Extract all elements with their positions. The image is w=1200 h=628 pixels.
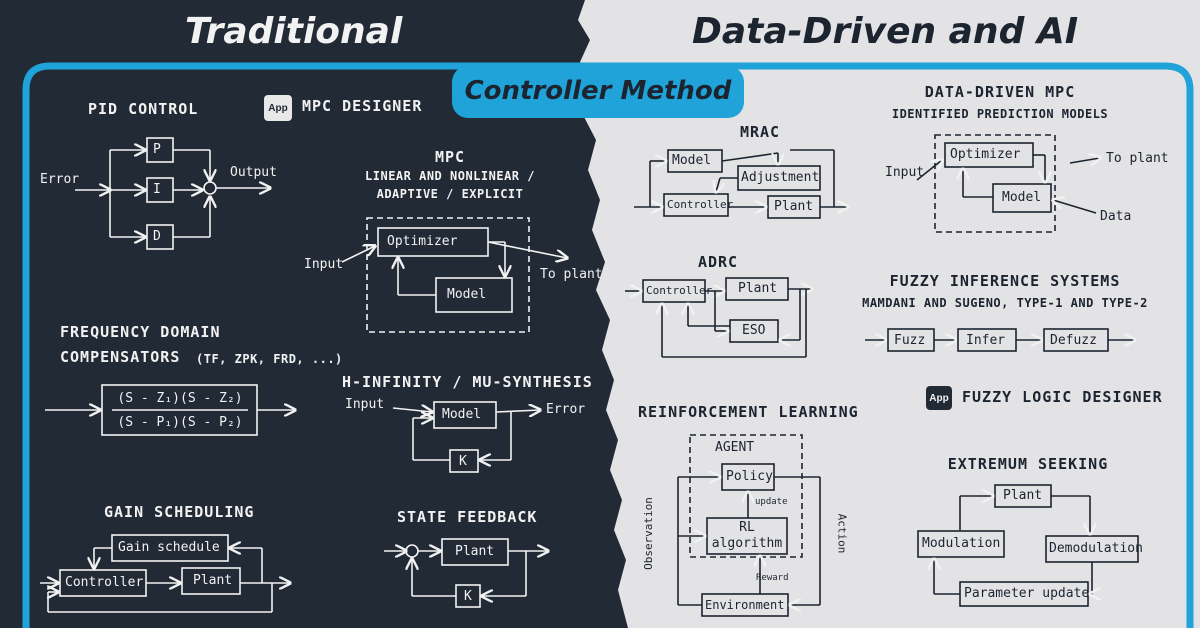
gain-schedule-label: Gain schedule (118, 540, 220, 555)
es-diagram (917, 484, 1139, 607)
mpc-model-label: Model (447, 287, 487, 302)
ddmpc-input-label: Input (885, 165, 925, 180)
hinf-diagram (392, 401, 540, 473)
gain-diagram (40, 534, 290, 613)
mrac-controller-label: Controller (667, 198, 734, 211)
pid-i-label: I (153, 182, 161, 197)
freq-diagram (45, 384, 295, 436)
es-plant-label: Plant (1003, 488, 1043, 503)
ddmpc-model-label: Model (1002, 190, 1042, 205)
hinf-k-label: K (459, 454, 467, 469)
adrc-diagram (625, 277, 812, 358)
header-controller-method: Controller Method (464, 76, 732, 106)
fuzzy-infer-label: Infer (966, 333, 1006, 348)
pid-title: PID CONTROL (88, 100, 199, 118)
pid-d-label: D (153, 229, 161, 244)
pid-diagram (75, 137, 270, 250)
rl-algorithm-label-2: algorithm (711, 536, 783, 551)
app-icon[interactable]: App (264, 95, 292, 121)
pid-input-label: Error (40, 172, 80, 187)
center-tab (452, 66, 744, 118)
mpc-subtitle-2: ADAPTIVE / EXPLICIT (376, 187, 524, 201)
header-data-driven: Data-Driven and AI (692, 11, 1079, 52)
es-update-label: Parameter update (964, 586, 1090, 601)
rl-reward-label: Reward (756, 573, 789, 583)
app-icon[interactable]: App (926, 386, 952, 410)
freq-title-suffix: (TF, ZPK, FRD, ...) (196, 352, 343, 366)
rl-environment-label: Environment (705, 598, 785, 612)
ddmpc-optimizer-label: Optimizer (950, 147, 1021, 162)
mpc-diagram (341, 217, 567, 333)
hinf-model-label: Model (442, 407, 482, 422)
fuzzy-diagram (865, 328, 1135, 352)
fuzzy-fuzz-label: Fuzz (894, 333, 926, 348)
freq-numerator: (S - Z₁)(S - Z₂) (117, 391, 243, 406)
rl-policy-label: Policy (726, 469, 773, 484)
mpc-output-label: To plant (540, 267, 603, 282)
rl-algorithm-label-1: RL (739, 520, 755, 535)
rl-title: REINFORCEMENT LEARNING (638, 403, 859, 421)
es-modulation-label: Modulation (922, 536, 1001, 551)
gain-controller-label: Controller (65, 575, 144, 590)
es-demodulation-label: Demodulation (1049, 541, 1143, 556)
rl-diagram (677, 434, 821, 617)
ddmpc-subtitle: IDENTIFIED PREDICTION MODELS (891, 107, 1109, 121)
adrc-eso-label: ESO (742, 323, 766, 338)
mrac-title: MRAC (739, 123, 781, 141)
ddmpc-title: DATA-DRIVEN MPC (924, 83, 1076, 101)
freq-title-1: FREQUENCY DOMAIN (60, 323, 221, 341)
gain-plant-label: Plant (193, 573, 233, 588)
dark-panel (0, 0, 628, 628)
ddmpc-diagram (916, 134, 1100, 233)
mrac-adjustment-label: Adjustment (741, 170, 820, 185)
pid-p-label: P (153, 142, 161, 157)
es-title: EXTREMUM SEEKING (947, 455, 1109, 473)
rl-observation-label: Observation (641, 497, 655, 570)
pid-output-label: Output (230, 165, 277, 180)
hinf-title: H-INFINITY / MU-SYNTHESIS (342, 373, 593, 391)
adrc-controller-label: Controller (646, 284, 713, 297)
fuzzy-title: FUZZY INFERENCE SYSTEMS (889, 272, 1121, 290)
freq-denominator: (S - P₁)(S - P₂) (117, 415, 243, 430)
mrac-plant-label: Plant (774, 199, 814, 214)
fuzzy-subtitle: MAMDANI AND SUGENO, TYPE-1 AND TYPE-2 (862, 296, 1148, 310)
state-feedback-title: STATE FEEDBACK (397, 508, 538, 526)
mrac-diagram (634, 149, 848, 219)
rl-agent-label: AGENT (715, 440, 755, 455)
fuzzy-defuzz-label: Defuzz (1050, 333, 1097, 348)
mpc-designer-label[interactable]: MPC DESIGNER (302, 97, 423, 115)
rl-action-label: Action (835, 513, 849, 554)
adrc-plant-label: Plant (738, 281, 778, 296)
state-feedback-diagram (384, 538, 548, 608)
ddmpc-data-label: Data (1100, 209, 1132, 224)
state-feedback-plant-label: Plant (455, 544, 495, 559)
hinf-input-label: Input (345, 397, 385, 412)
adrc-title: ADRC (697, 253, 739, 271)
mpc-input-label: Input (304, 257, 344, 272)
rl-update-label: update (755, 497, 788, 507)
header-traditional: Traditional (185, 11, 403, 52)
mrac-model-label: Model (672, 153, 712, 168)
fuzzy-designer-label[interactable]: FUZZY LOGIC DESIGNER (962, 388, 1163, 406)
mpc-optimizer-label: Optimizer (387, 234, 458, 249)
freq-title-2: COMPENSATORS (60, 348, 181, 366)
hinf-output-label: Error (546, 402, 586, 417)
mpc-subtitle-1: LINEAR AND NONLINEAR / (365, 169, 535, 183)
ddmpc-output-label: To plant (1106, 151, 1169, 166)
gain-title: GAIN SCHEDULING (104, 503, 255, 521)
mpc-title: MPC (434, 148, 466, 166)
state-feedback-k-label: K (464, 589, 472, 604)
